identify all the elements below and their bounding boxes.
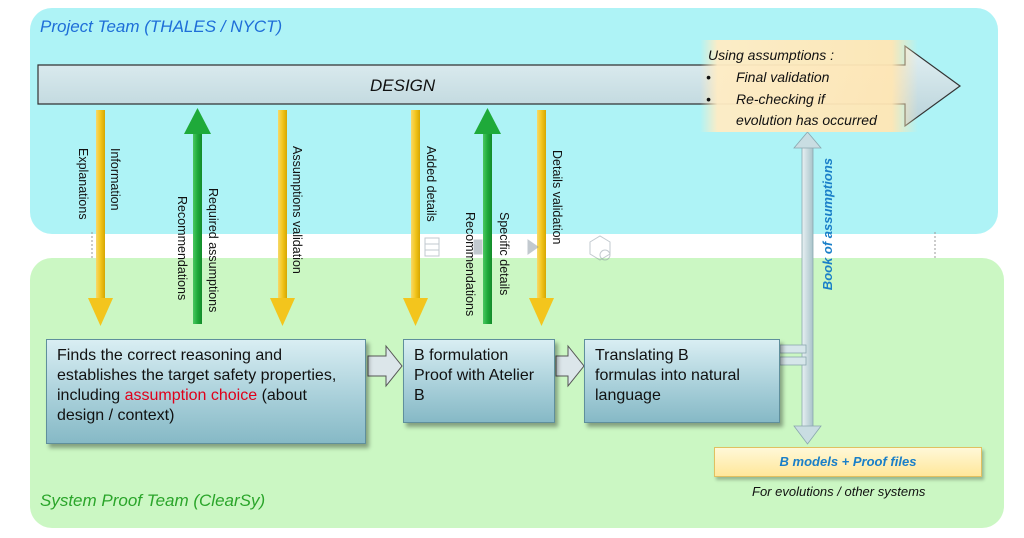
connector-arrow-1 [367, 344, 403, 388]
design-label: DESIGN [370, 76, 436, 95]
assumption-choice-highlight: assumption choice [124, 387, 258, 404]
label-required-assumptions: Required assumptions [206, 188, 220, 313]
assumptions-panel [700, 40, 918, 132]
arrow-specific-details [474, 108, 501, 324]
b-formulation-box: B formulation Proof with Atelier B [403, 339, 555, 423]
arrow-explanations [88, 110, 113, 326]
assumption-item-rechecking: Re-checking if [736, 91, 825, 107]
reasoning-text: Finds the correct reasoning and establis… [57, 347, 337, 404]
b-models-subtitle: For evolutions / other systems [752, 484, 926, 499]
label-recommendations-2: Recommendations [463, 212, 477, 317]
bullet: • [706, 91, 711, 107]
book-of-assumptions-arrow [779, 131, 822, 445]
label-added-details: Added details [424, 146, 438, 222]
bullet: • [706, 69, 711, 85]
label-information: Information [108, 148, 122, 211]
label-assumptions-validation: Assumptions validation [290, 146, 304, 274]
connector-arrow-2 [555, 344, 585, 388]
arrow-added-details [403, 110, 428, 326]
assumption-item-final-validation: Final validation [736, 69, 830, 85]
label-recommendations-1: Recommendations [175, 196, 189, 301]
arrow-assumptions-validation [270, 110, 295, 326]
translating-box: Translating B formulas into natural lang… [584, 339, 780, 423]
reasoning-box: Finds the correct reasoning and establis… [46, 339, 366, 444]
label-explanations: Explanations [76, 148, 90, 220]
assumption-item-evolution: evolution has occurred [736, 112, 877, 128]
b-formulation-text: B formulation Proof with Atelier B [414, 347, 535, 404]
translating-text: Translating B formulas into natural lang… [595, 347, 740, 404]
book-of-assumptions-label: Book of assumptions [820, 158, 835, 291]
decorative-icons [424, 235, 611, 261]
b-models-box: B models + Proof files [714, 447, 982, 477]
arrow-required-assumptions [184, 108, 211, 324]
label-details-validation: Details validation [550, 150, 564, 245]
system-proof-team-title: System Proof Team (ClearSy) [40, 491, 266, 510]
reasoning-text-end: (about design / context) [57, 387, 307, 424]
project-team-title: Project Team (THALES / NYCT) [40, 17, 283, 36]
label-specific-details: Specific details [497, 212, 511, 296]
assumptions-title: Using assumptions : [708, 47, 835, 63]
arrow-details-validation [529, 110, 554, 326]
